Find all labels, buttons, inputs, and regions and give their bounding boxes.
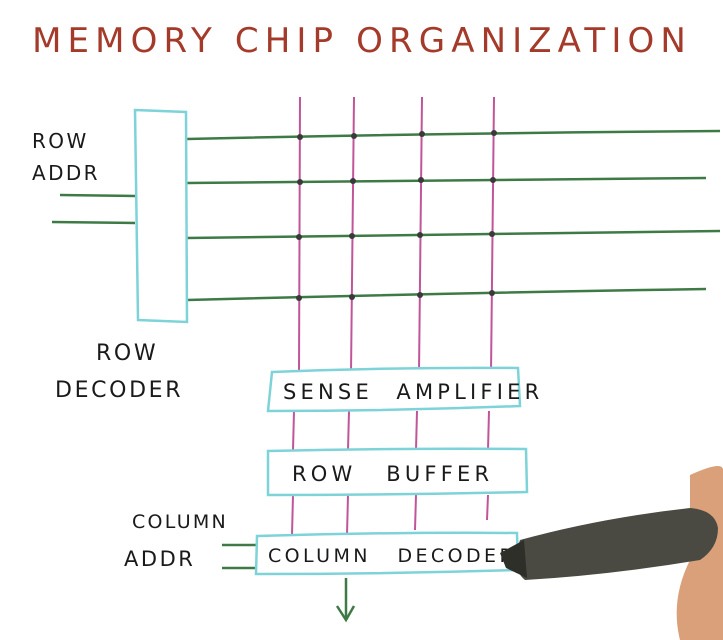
row-buffer-box bbox=[266, 447, 529, 497]
row-addr-input-line bbox=[51, 220, 136, 225]
row-decoder-box bbox=[133, 108, 189, 324]
marker-pen bbox=[500, 466, 723, 640]
cell-dots bbox=[296, 130, 497, 301]
diagram-title: MEMORY CHIP ORGANIZATION bbox=[32, 21, 692, 61]
cell-dot bbox=[297, 179, 303, 185]
bit-line-segment bbox=[487, 410, 490, 451]
word-line bbox=[186, 287, 707, 302]
bit-line-segment bbox=[346, 494, 349, 536]
column-addr-label-line1: COLUMN bbox=[132, 511, 228, 533]
word-line bbox=[186, 129, 721, 141]
bit-line-segment bbox=[415, 410, 418, 451]
word-line bbox=[186, 176, 707, 185]
bit-line-segment bbox=[347, 410, 350, 451]
row-decoder-label-line2: DECODER bbox=[55, 378, 183, 403]
cell-dot bbox=[351, 133, 357, 139]
cell-dot bbox=[349, 294, 355, 300]
column-addr-label-line2: ADDR bbox=[124, 547, 195, 571]
sense-amplifier-label: SENSE AMPLIFIER bbox=[283, 380, 543, 404]
cell-dot bbox=[489, 231, 495, 237]
cell-dot bbox=[419, 131, 425, 137]
row-decoder-label-line1: ROW bbox=[96, 341, 158, 366]
row-buffer-label: ROW BUFFER bbox=[292, 462, 493, 486]
cell-dot bbox=[490, 177, 496, 183]
cell-dot bbox=[491, 130, 497, 136]
row-addr-label-line2: ADDR bbox=[32, 161, 100, 185]
word-line bbox=[186, 229, 721, 240]
bit-line-segment bbox=[292, 410, 295, 451]
cell-dot bbox=[296, 295, 302, 301]
bit-line-segment bbox=[486, 494, 489, 521]
bit-line-segment bbox=[414, 494, 417, 531]
cell-dot bbox=[297, 134, 303, 140]
cell-dot bbox=[417, 292, 423, 298]
bit-line-segment bbox=[291, 494, 294, 536]
row-addr-input-line bbox=[59, 193, 136, 198]
cell-dot bbox=[417, 232, 423, 238]
marker-tip bbox=[500, 540, 527, 578]
cell-dot bbox=[489, 290, 495, 296]
data-output-arrowhead bbox=[335, 605, 356, 623]
marker-body bbox=[516, 508, 718, 580]
cell-dot bbox=[418, 177, 424, 183]
row-addr-label-line1: ROW bbox=[32, 129, 89, 153]
cell-dot bbox=[350, 178, 356, 184]
sense-amplifier-box bbox=[266, 366, 522, 413]
cell-dot bbox=[349, 233, 355, 239]
cell-dot bbox=[296, 234, 302, 240]
column-decoder-label: COLUMN DECODER bbox=[268, 545, 516, 567]
